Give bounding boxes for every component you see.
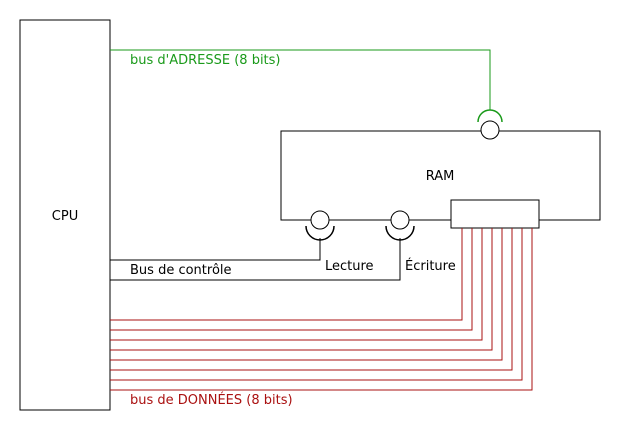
address-bus-line: [110, 49, 491, 110]
address-port: [480, 120, 500, 140]
read-port: [310, 210, 330, 230]
data-bus: [110, 228, 533, 391]
data-bus-line-4: [110, 228, 493, 351]
data-bus-line-6: [110, 228, 513, 371]
address-bus: bus d'ADRESSE (8 bits): [110, 49, 503, 140]
data-bus-label: bus de DONNÉES (8 bits): [130, 392, 293, 408]
ram-box: [280, 130, 601, 221]
data-bus-line-3: [110, 228, 483, 341]
data-bus-line-7: [110, 228, 523, 381]
read-port-socket: [305, 225, 335, 241]
data-bus-line-5: [110, 228, 503, 361]
write-line: [110, 238, 401, 281]
ram-label: RAM: [426, 169, 455, 184]
control-bus-label: Bus de contrôle: [130, 263, 232, 278]
address-port-socket: [477, 109, 503, 123]
read-line: [110, 238, 321, 261]
address-bus-label: bus d'ADRESSE (8 bits): [130, 53, 281, 68]
write-port-socket: [385, 225, 415, 241]
data-bus-line-1: [110, 228, 463, 321]
data-port-block: [450, 199, 540, 229]
write-port: [390, 210, 410, 230]
data-bus-line-8: [110, 228, 533, 391]
cpu-label: CPU: [52, 209, 78, 224]
read-label: Lecture: [325, 259, 374, 274]
control-bus: Lecture Écriture Bus de contrôle: [110, 210, 456, 281]
write-label: Écriture: [405, 258, 456, 274]
data-bus-line-2: [110, 228, 473, 331]
cpu-box: [19, 19, 111, 411]
